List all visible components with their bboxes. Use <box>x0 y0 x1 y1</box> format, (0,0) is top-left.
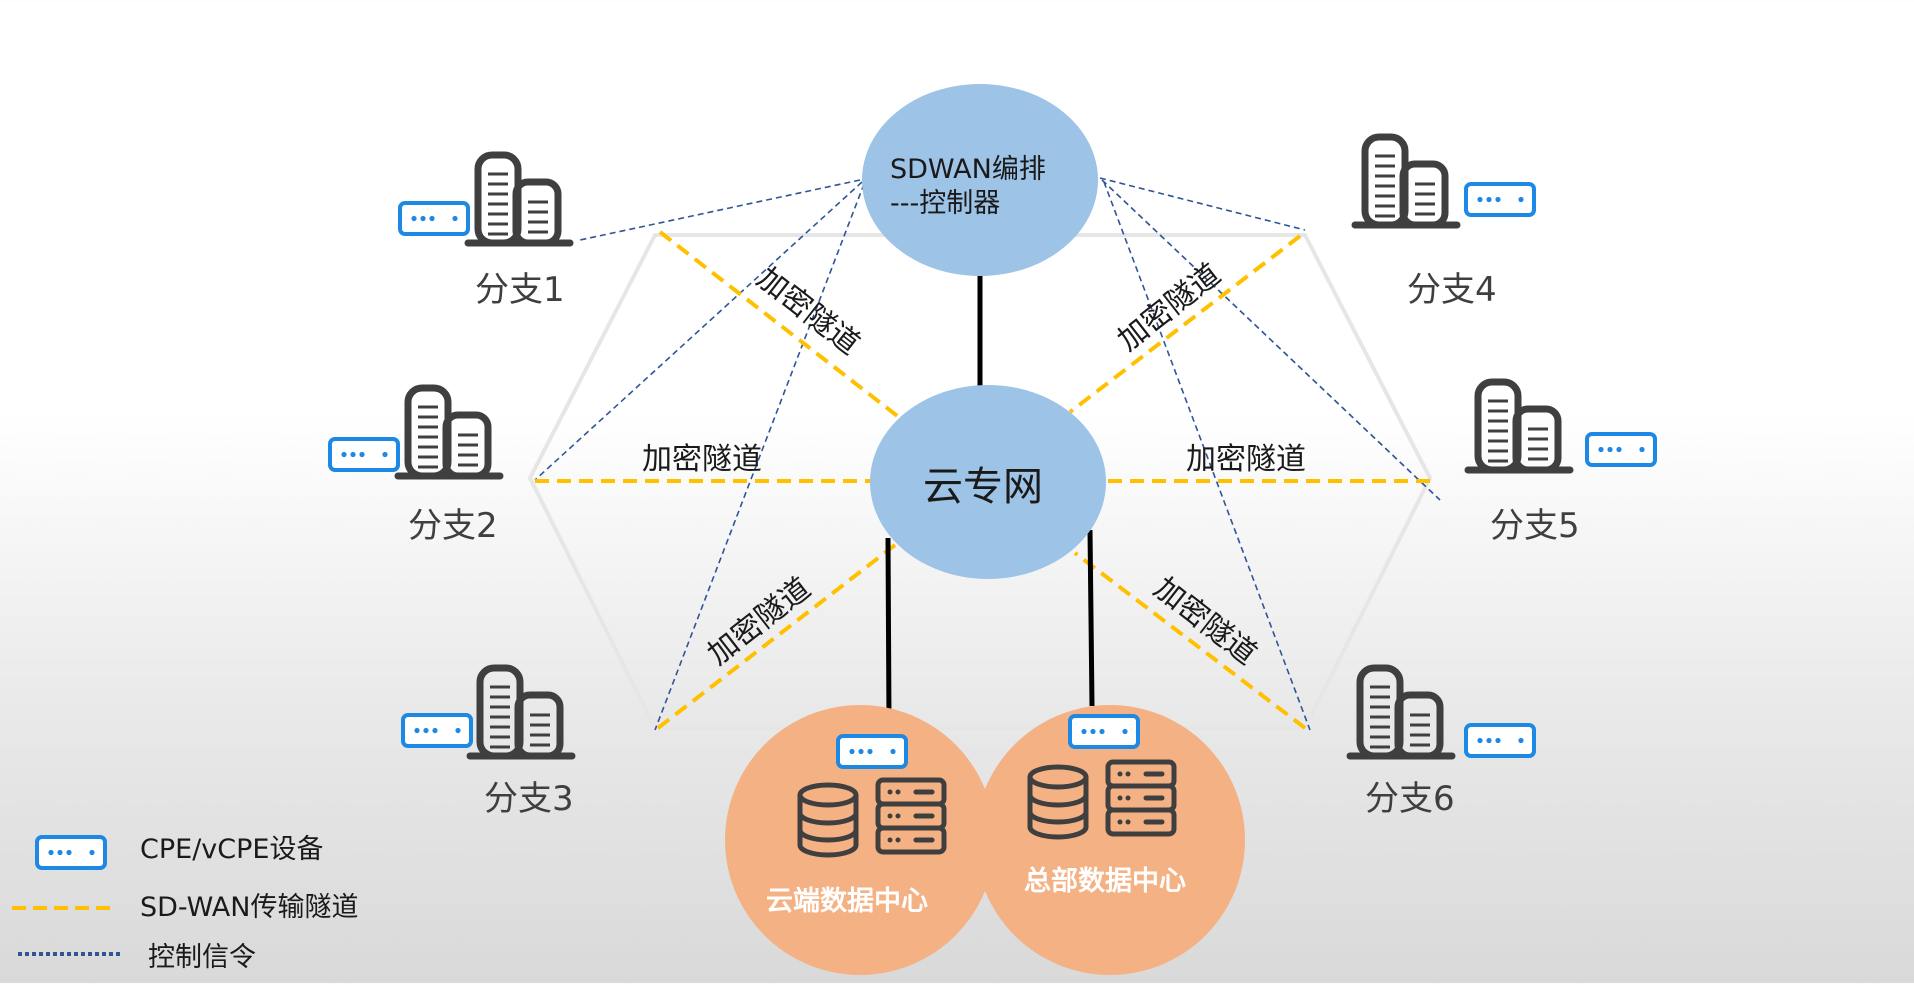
tunnel-label-branch5: 加密隧道 <box>1186 442 1306 477</box>
branch-2: 分支2 <box>328 388 500 546</box>
branch-6: 分支6 <box>1350 668 1536 819</box>
link-cloud-hqdc <box>1087 529 1095 707</box>
cpe-icon <box>1464 723 1536 758</box>
controller-label-line1: SDWAN编排 <box>890 154 1046 185</box>
branch-label: 分支6 <box>1365 779 1455 819</box>
link-cloud-clouddc <box>885 537 892 723</box>
cloud-dc-label: 云端数据中心 <box>766 886 928 917</box>
cloud-network-node: 云专网 <box>870 385 1106 579</box>
control-line-branch3 <box>654 183 865 731</box>
branch-label: 分支3 <box>484 779 574 819</box>
building-icon <box>1350 668 1452 756</box>
legend-tunnel-label: SD-WAN传输隧道 <box>140 892 358 923</box>
controller-label-line2: ---控制器 <box>890 188 1000 219</box>
sdwan-tunnels <box>535 230 1430 730</box>
control-line-branch4 <box>1099 177 1306 231</box>
cpe-icon <box>1464 182 1536 217</box>
cpe-icon <box>398 201 470 236</box>
building-icon <box>398 388 500 476</box>
legend-control-label: 控制信令 <box>148 942 256 973</box>
controller-node: SDWAN编排 ---控制器 <box>862 84 1098 276</box>
control-signal-lines <box>534 177 1441 731</box>
hq-dc-cpe-icon <box>1068 714 1140 749</box>
branch-5: 分支5 <box>1468 382 1657 546</box>
control-line-branch1 <box>579 179 861 241</box>
tunnel-label-branch2: 加密隧道 <box>642 442 762 477</box>
hq-dc-label: 总部数据中心 <box>1024 865 1186 897</box>
branch-3: 分支3 <box>401 668 574 819</box>
tunnel-label-branch3: 加密隧道 <box>701 571 817 672</box>
legend-cpe-icon <box>35 835 107 870</box>
tunnel-branch4 <box>1068 234 1302 414</box>
tunnel-label-branch4: 加密隧道 <box>1111 257 1227 358</box>
hq-datacenter-node: 总部数据中心 <box>975 705 1245 975</box>
cpe-icon <box>328 437 400 472</box>
control-line-branch5 <box>1101 179 1441 501</box>
legend: CPE/vCPE设备 SD-WAN传输隧道 控制信令 <box>12 834 358 973</box>
branch-4: 分支4 <box>1355 137 1536 310</box>
cloud-datacenter-node: 云端数据中心 <box>725 705 995 975</box>
cloud-dc-cpe-icon <box>836 734 908 769</box>
tunnel-branch1 <box>658 230 902 420</box>
building-icon <box>468 155 570 243</box>
cpe-icon <box>1585 432 1657 467</box>
branch-label: 分支2 <box>408 506 498 546</box>
cloud-network-label: 云专网 <box>923 464 1043 510</box>
cpe-icon <box>401 713 473 748</box>
building-icon <box>470 668 572 756</box>
branch-label: 分支5 <box>1490 506 1580 546</box>
legend-cpe-label: CPE/vCPE设备 <box>140 834 323 865</box>
control-line-branch2 <box>534 181 863 481</box>
tunnel-branch6 <box>1073 551 1307 730</box>
branch-1: 分支1 <box>398 155 570 310</box>
backbone-links <box>885 272 1095 723</box>
building-icon <box>1355 137 1457 225</box>
tunnel-branch3 <box>656 543 897 730</box>
building-icon <box>1468 382 1570 470</box>
branch-label: 分支4 <box>1407 270 1497 310</box>
branch-label: 分支1 <box>475 270 565 310</box>
control-line-branch6 <box>1103 181 1311 731</box>
